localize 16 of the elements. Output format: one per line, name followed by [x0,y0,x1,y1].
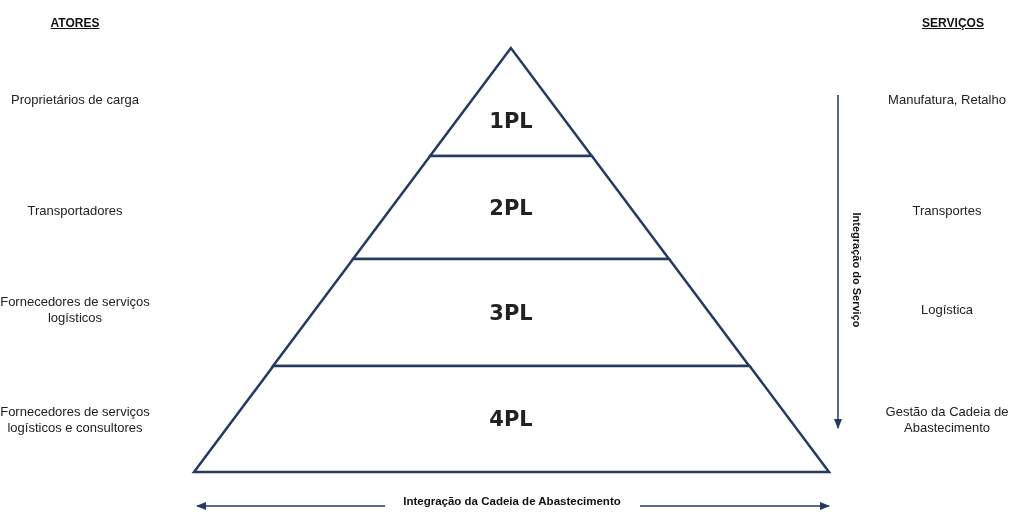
column-header: ATORES [50,16,100,30]
actor-label: Proprietários de carga [10,92,140,108]
service-label: Logística [919,302,974,318]
actor-label: Transportadores [26,203,124,219]
actor-label: Fornecedores de serviços logísticos [0,294,150,326]
level-label: 4PL [489,407,533,431]
service-label: Manufatura, Retalho [887,92,1007,108]
level-label: 2PL [489,195,533,220]
column-header: SERVIÇOS [922,16,984,30]
axis-label: Integração da Cadeia de Abastecimento [402,494,622,508]
actor-label: Fornecedores de serviços logísticos e consultores [0,404,150,436]
level-label: 1PL [489,108,533,133]
service-label: Transportes [911,203,983,219]
service-label: Gestão da Cadeia de Abastecimento [884,404,1010,436]
axis-label: Integração do Serviço [851,212,863,328]
level-label: 3PL [489,300,533,325]
